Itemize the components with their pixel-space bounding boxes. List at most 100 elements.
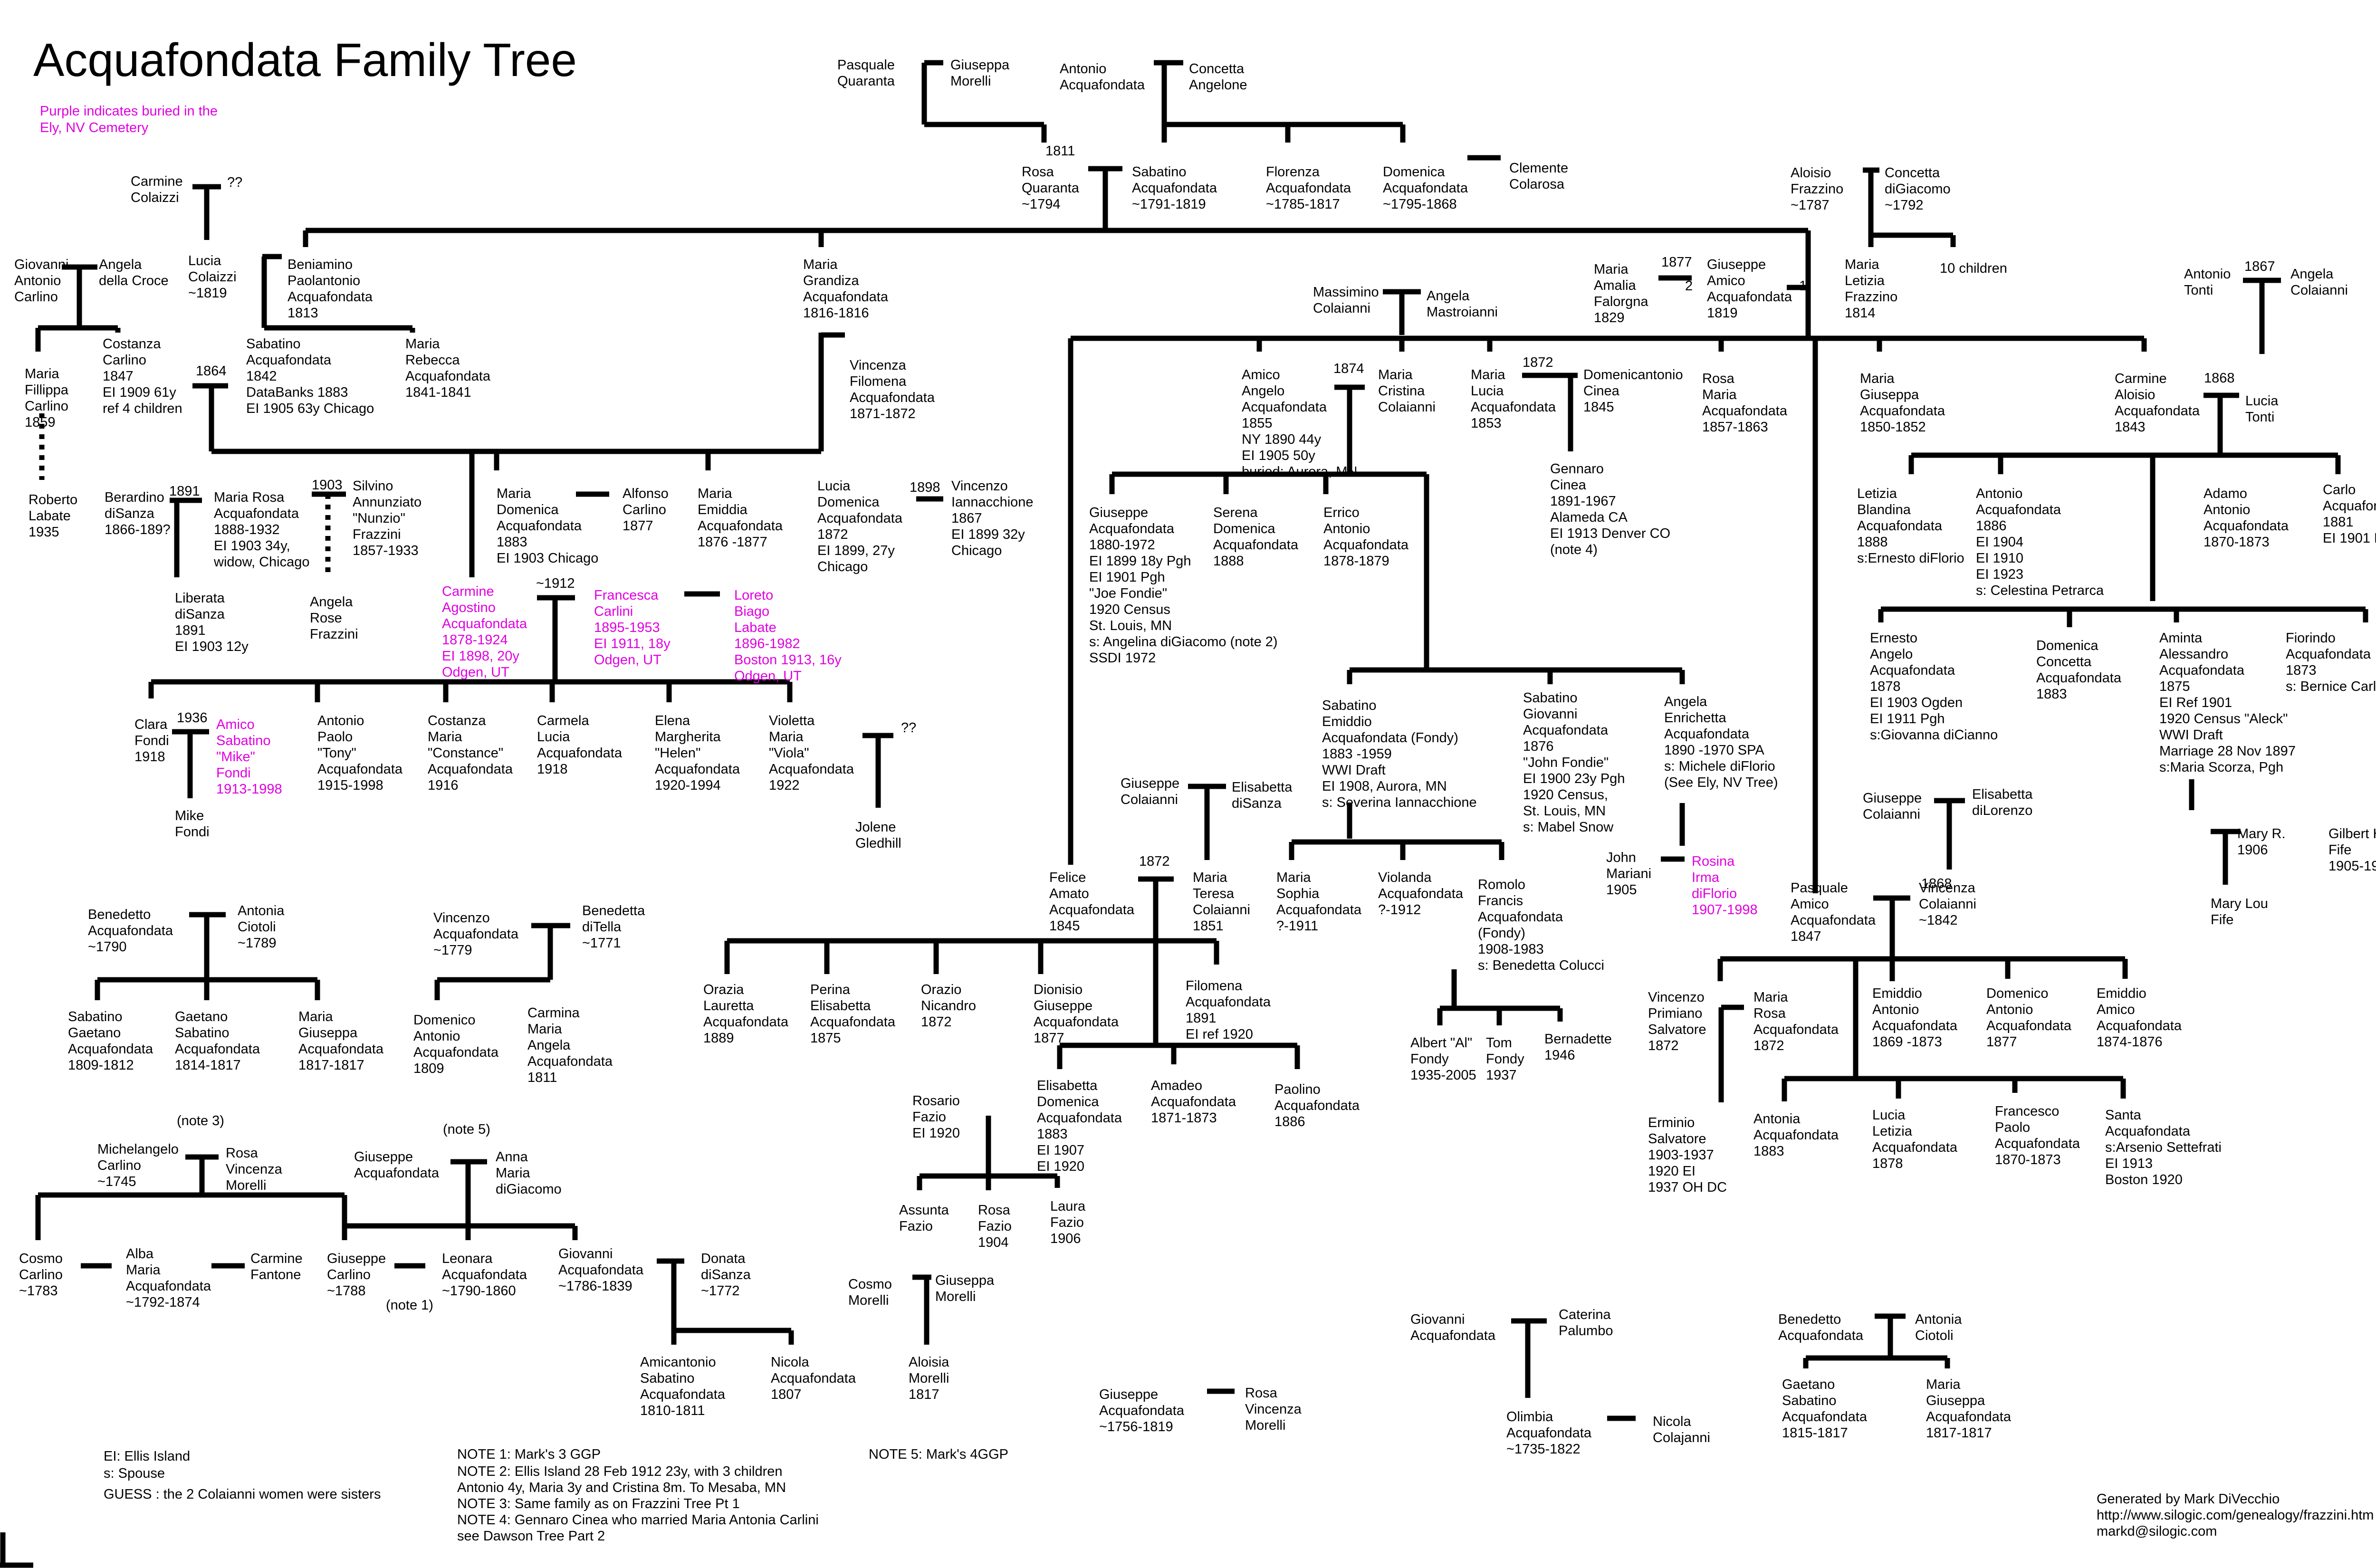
person-line: Rosario: [912, 1093, 960, 1109]
person-line: Fife: [2211, 912, 2233, 927]
person-line: Lucia: [2245, 393, 2279, 409]
person-line: Carlino: [97, 1158, 141, 1173]
person-line: EI 1903 34y,: [214, 538, 290, 554]
person-line: Antonio: [1060, 61, 1106, 76]
person-line: Rosa: [1245, 1386, 1278, 1401]
person-line: Acquafondata: [1506, 1425, 1592, 1441]
person-line: "Joe Fondie": [1089, 586, 1167, 601]
person-line: Maria: [25, 366, 59, 382]
person-line: Francesca: [594, 588, 659, 603]
marriage-label: 1874: [1333, 361, 1364, 376]
person-line: della Croce: [99, 273, 169, 288]
person-line: 1845: [1583, 400, 1614, 415]
person-line: Maria: [1845, 257, 1879, 272]
person-line: 1809: [413, 1061, 444, 1076]
person-line: Maria: [1276, 870, 1311, 885]
credits-email[interactable]: markd@silogic.com: [2097, 1524, 2217, 1539]
person-line: 1880-1972: [1089, 537, 1155, 553]
marriage-label: 1936: [177, 710, 208, 726]
person-line: Acquafondata: [1872, 1018, 1958, 1033]
person-line: Domenica: [497, 502, 559, 517]
person-line: Acquafondata: [1857, 518, 1943, 534]
person-line: Benedetto: [88, 907, 151, 922]
person-line: EI 1899 18y Pgh: [1089, 554, 1191, 569]
person-line: 1867: [951, 511, 982, 526]
person-line: Paolantonio: [287, 273, 360, 288]
person-line: Antonio: [2204, 502, 2250, 517]
credits-url[interactable]: http://www.silogic.com/genealogy/frazzin…: [2097, 1508, 2374, 1523]
person-line: SSDI 1972: [1089, 650, 1156, 666]
person-line: Mastroianni: [1427, 305, 1498, 320]
person-line: Elisabetta: [1232, 780, 1293, 795]
person-line: Vincenza: [226, 1162, 283, 1177]
person-line: 1935-2005: [1410, 1068, 1476, 1083]
person-line: Elisabetta: [810, 998, 871, 1013]
person-line: Giuseppe: [1034, 998, 1092, 1013]
person-line: Carlino: [623, 502, 666, 517]
person-line: diGiacomo: [1885, 182, 1951, 197]
person-line: Carmina: [527, 1005, 580, 1021]
person-line: 1907-1998: [1692, 902, 1758, 918]
person-line: Benedetto: [1778, 1312, 1841, 1327]
person-line: Fiorindo: [2286, 631, 2336, 646]
person-line: ~1792: [1885, 198, 1923, 213]
marriage-label: 1898: [910, 480, 940, 495]
person-line: Acquafondata: [1099, 1403, 1185, 1418]
person-line: Vincenzo: [951, 478, 1008, 494]
person-line: Domenica: [1383, 164, 1445, 180]
person-line: 1869 -1873: [1872, 1034, 1942, 1050]
person-line: Maria: [698, 486, 732, 501]
note-center-1: NOTE 1: Mark's 3 GGP: [457, 1447, 601, 1462]
person-line: Salvatore: [1648, 1022, 1706, 1037]
person-line: Violetta: [769, 713, 815, 728]
person-line: Agostino: [442, 600, 496, 615]
person-line: Acquafondata: [1037, 1110, 1122, 1126]
person-line: 1857-1933: [353, 543, 419, 558]
person-line: Amalia: [1594, 278, 1637, 293]
person-line: Cinea: [1583, 383, 1620, 399]
person-line: Acquafondata: [1860, 403, 1945, 419]
person-line: 1906: [2237, 842, 2268, 858]
person-line: Chicago: [951, 543, 1002, 558]
person-line: Fazio: [899, 1219, 933, 1234]
person-line: Paolo: [1995, 1120, 2030, 1135]
person-line: Alameda CA: [1550, 510, 1628, 525]
person-line: Rebecca: [405, 353, 460, 368]
person-line: s: Benedetta Colucci: [1478, 958, 1604, 973]
person-line: ~1756-1819: [1099, 1419, 1173, 1434]
person-line: "Helen": [655, 746, 700, 761]
person-line: Carmela: [537, 713, 589, 728]
person-line: Acquafondata: [1323, 537, 1409, 553]
note-center-6: see Dawson Tree Part 2: [457, 1529, 605, 1544]
person-line: EI 1905 50y: [1242, 448, 1315, 463]
person-line: 1878-1879: [1323, 554, 1389, 569]
person-line: Acquafondata: [1060, 77, 1145, 93]
person-line: Paolino: [1274, 1082, 1321, 1097]
person-line: Nicola: [1653, 1414, 1691, 1429]
